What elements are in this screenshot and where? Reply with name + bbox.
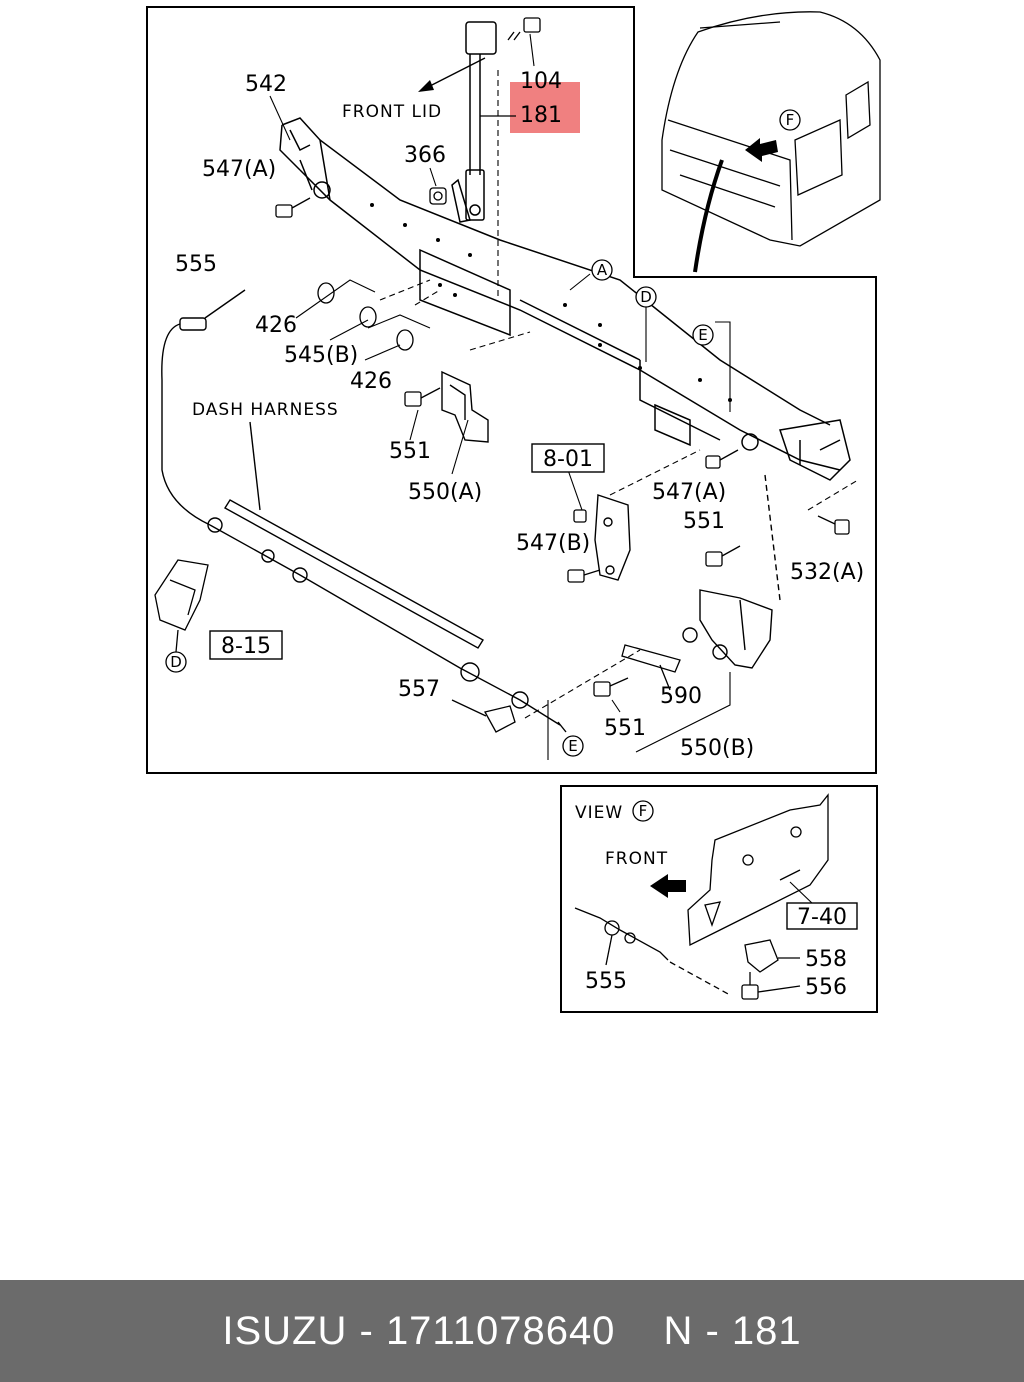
parts-diagram: F [146,6,881,1013]
bolt-551-b [705,545,741,567]
part-547a-top: 547(A) [202,157,276,182]
view-f-title: VIEW [575,803,623,823]
marker-e-top-label: E [698,326,707,344]
marker-e-bottom-label: E [568,737,577,755]
view-f-title-marker [632,800,654,822]
part-555: 555 [175,252,217,277]
bracket-8-01 [594,494,631,581]
leader-532a [807,479,859,511]
view-f-bolt-556 [741,972,801,1000]
marker-a [591,259,613,281]
bracket-590 [621,644,681,691]
leader-550a [409,409,469,475]
part-551-b: 551 [683,509,725,534]
marker-leaders [569,273,731,412]
nut-366 [429,187,447,205]
part-545b: 545(B) [284,343,358,368]
leader-104 [529,33,535,67]
view-f-front-arrow [650,874,686,898]
ref-8-01: 8-01 [543,447,593,472]
front-arrowhead [418,80,434,92]
leader-366 [429,167,437,187]
ref-box-8-01 [531,443,605,473]
bolt-547b [567,509,601,583]
grommets [317,282,414,351]
bolt-551-c [593,677,629,697]
highlight-181 [510,82,580,133]
marker-f-cab [779,109,801,131]
bracket-550b [682,474,781,669]
clip-557 [451,699,516,733]
leader-lines-left [295,70,531,361]
marker-d-top [635,286,657,308]
marker-e-bottom [562,735,584,757]
part-181: 181 [520,103,562,128]
dash-harness [224,421,484,649]
part-547a-right: 547(A) [652,480,726,505]
ref-box-8-15 [209,630,283,660]
bolt-551-a [404,387,441,407]
marker-d-top-label: D [640,288,652,306]
part-550b: 550(B) [680,736,754,761]
marker-f-cab-label: F [786,111,795,129]
marker-e-top [692,324,714,346]
view-f-leader-7-40 [789,881,815,906]
footer-sheet: N - 181 [663,1308,802,1353]
cable-assembly [161,289,567,733]
view-f-frame [560,785,878,1013]
view-f-front: FRONT [605,849,668,869]
cross-member [279,117,851,481]
bolt-104 [507,17,541,41]
part-366: 366 [404,143,446,168]
view-f-part-558: 558 [805,947,847,972]
leader-8-01 [567,449,701,511]
leader-550b [524,649,731,760]
main-frame [146,6,877,774]
view-f-ref-7-40: 7-40 [797,905,847,930]
marker-d-left [165,651,187,673]
footer-brand-part: ISUZU - 1711078640 [222,1308,616,1353]
marker-d-left-label: D [170,653,182,671]
part-590: 590 [660,684,702,709]
view-f-part-556: 556 [805,975,847,1000]
part-550a: 550(A) [408,480,482,505]
footer-bar: ISUZU - 1711078640 N - 181 [0,1280,1024,1382]
part-557: 557 [398,677,440,702]
harness-clip-8-15 [154,559,209,653]
view-f-cable-555 [574,907,731,996]
gas-strut [451,21,497,223]
part-532a: 532(A) [790,560,864,585]
caption-front-lid: FRONT LID [342,102,442,122]
marker-a-label: A [597,261,608,279]
view-f-part-555: 555 [585,969,627,994]
part-551-c: 551 [604,716,646,741]
ref-8-15: 8-15 [221,634,271,659]
leader-542 [269,95,291,141]
bracket-550a [441,370,489,443]
front-arrow [425,57,486,89]
part-426-b: 426 [350,369,392,394]
bolt-547a-right [705,449,739,469]
view-f-title-marker-label: F [639,802,648,820]
view-f-clip-558 [744,939,800,973]
bolt-547a-top [275,197,311,218]
part-104: 104 [520,69,562,94]
bolt-532a [817,515,850,535]
part-551-a: 551 [389,439,431,464]
part-547b: 547(B) [516,531,590,556]
view-f-ref-box [786,902,858,930]
part-542: 542 [245,72,287,97]
view-f-panel [687,793,829,947]
cab-sketch [661,11,881,273]
part-426-a: 426 [255,313,297,338]
caption-dash-harness: DASH HARNESS [192,400,339,420]
frame-holes [370,203,732,402]
view-f-arrow [745,138,778,162]
